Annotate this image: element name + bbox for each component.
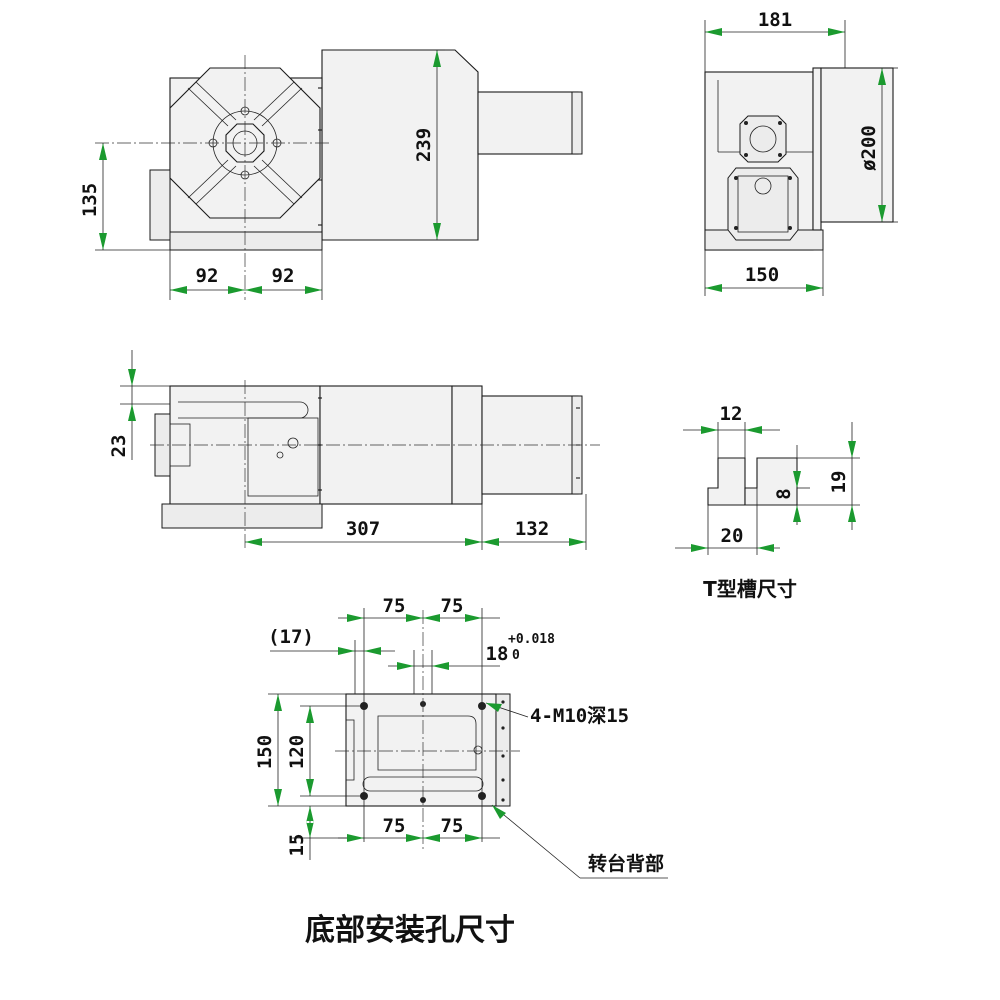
t-slot-title: T型槽尺寸 [703,577,797,601]
dim-edge-offset: (17) [268,626,314,648]
front-side-lug [149,169,171,241]
bottom-view: 75 75 (17) 18 +0.018 0 150 120 15 75 75 [254,595,668,948]
side-flange-bore [749,125,777,153]
dim-bottom-offset: 15 [286,834,308,857]
dim-table-diameter: ø200 [858,125,880,171]
top-housing [319,385,453,505]
dim-center-height: 135 [79,183,101,217]
dim-side-length: 181 [758,9,792,31]
t-slot-left-block [707,457,746,506]
front-housing-rear [321,49,479,241]
bottom-view-title: 底部安装孔尺寸 [305,913,515,948]
dim-width-right: 92 [272,265,295,287]
dim-keyway-tol-lower: 0 [512,648,520,663]
dim-slot-base: 20 [721,525,744,547]
side-table-plate [812,67,822,231]
dim-slot-depth: 19 [828,471,850,494]
dim-height-outer: 150 [254,735,276,769]
dim-bottom-right: 75 [441,815,464,837]
dim-height-inner: 120 [286,735,308,769]
t-slot-detail: 12 8 19 20 T型槽尺寸 [675,403,860,601]
bottom-plate [345,693,497,807]
front-side-marks [318,87,322,226]
side-table [820,67,894,223]
bottom-recess [377,715,477,771]
side-flange-lower [727,167,799,241]
side-lower-bore [754,177,772,195]
front-view: 135 239 92 92 [79,49,583,300]
dim-keyway-tol-upper: +0.018 [508,632,555,647]
dim-slot-width: 12 [720,403,743,425]
front-center-hex [225,123,265,163]
front-shaft-end [571,91,583,155]
dim-keyway: 18 [486,643,509,665]
dim-top-left: 75 [383,595,406,617]
hole-callout: 4-M10深15 [530,704,629,727]
dim-body-length: 307 [346,518,380,540]
dim-bottom-left: 75 [383,815,406,837]
side-flange-upper [739,115,787,163]
dim-slot-lip: 8 [773,488,795,499]
dim-width-left: 92 [196,265,219,287]
front-base-plate [169,231,323,251]
dim-offset: 23 [108,435,130,458]
dim-top-right: 75 [441,595,464,617]
top-view: 23 307 132 [108,350,600,550]
top-base-plate [161,503,323,529]
front-t-slots [187,81,303,205]
back-callout: 转台背部 [588,852,664,875]
dim-base-width: 150 [745,264,779,286]
dim-overall-height: 239 [413,128,435,162]
front-motor-shaft [477,91,579,155]
bottom-back-flange [495,693,511,807]
dim-motor-length: 132 [515,518,549,540]
side-view: 181 ø200 150 [704,9,898,296]
